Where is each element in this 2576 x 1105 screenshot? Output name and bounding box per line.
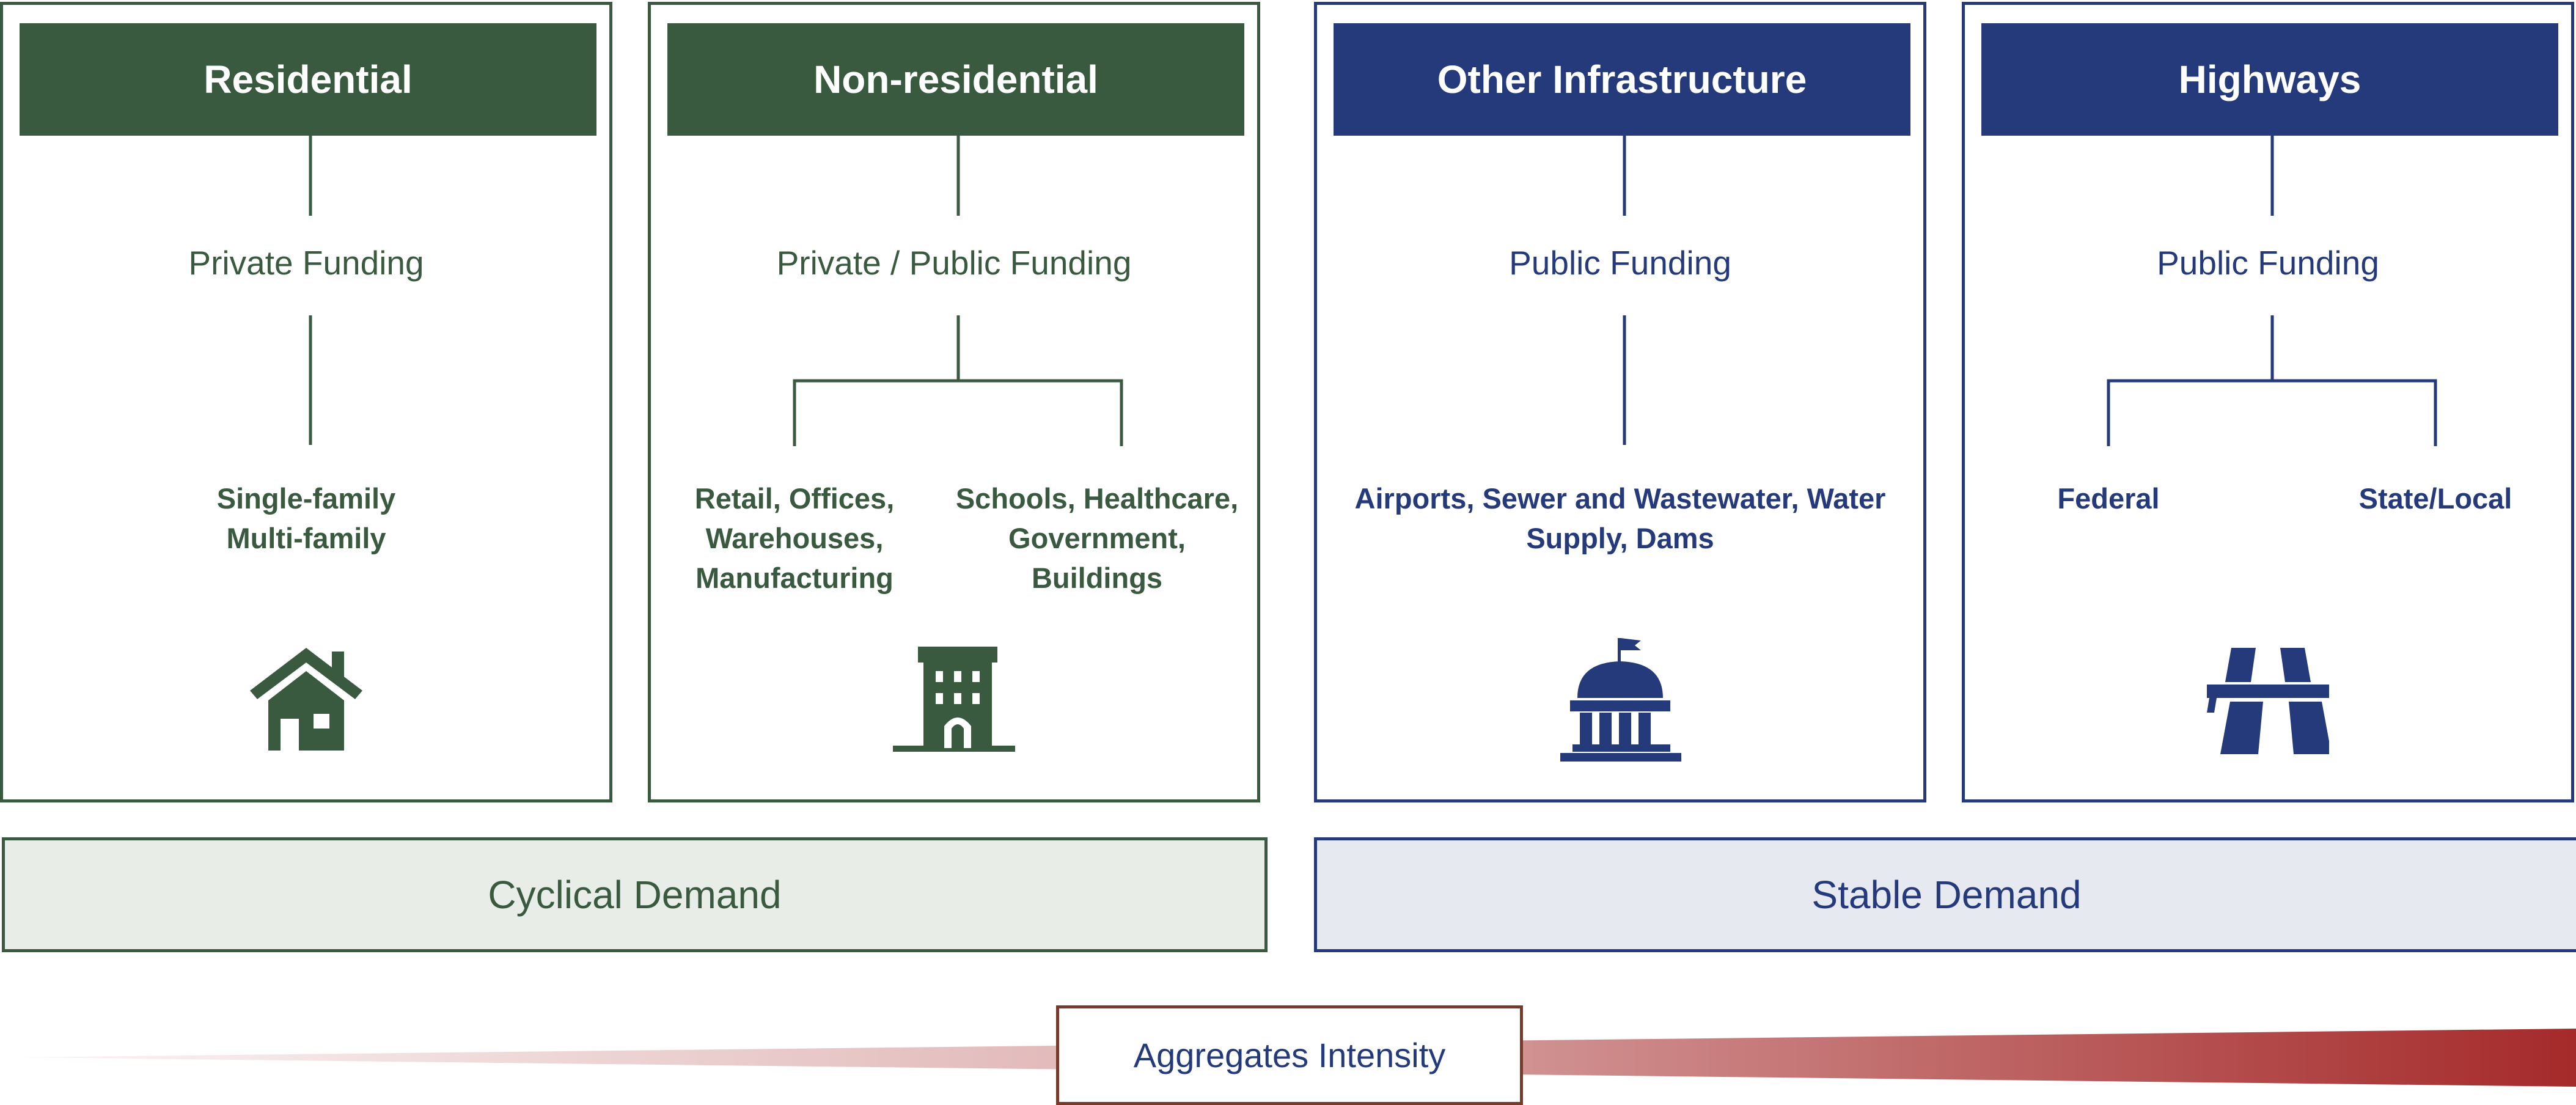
connector-lines — [2107, 136, 2437, 446]
panel-title: Residential — [20, 23, 596, 136]
office-building-icon — [893, 647, 1015, 752]
panel-other-infrastructure: Other Infrastructure Public Funding Airp… — [1314, 2, 1926, 802]
category-label: Schools, Healthcare, Government, Buildin… — [955, 482, 1239, 594]
panel-non-residential: Non-residential Private / Public Funding… — [648, 2, 1260, 802]
aggregates-intensity-label: Aggregates Intensity — [1056, 1005, 1523, 1105]
category-label: Single-family Multi-family — [216, 482, 396, 554]
connector-lines — [1623, 136, 1626, 445]
cyclical-demand-bar: Cyclical Demand — [2, 837, 1268, 952]
stable-demand-bar: Stable Demand — [1314, 837, 2576, 952]
panel-title: Non-residential — [667, 23, 1244, 136]
house-icon — [250, 648, 362, 751]
highway-icon — [2207, 648, 2329, 754]
funding-label: Public Funding — [2157, 244, 2379, 282]
panel-title: Highways — [1981, 23, 2558, 136]
funding-label: Private / Public Funding — [776, 244, 1132, 282]
panel-highways: Highways Public Funding Federal State/Lo… — [1962, 2, 2574, 802]
panel-title: Other Infrastructure — [1334, 23, 1910, 136]
category-label: Retail, Offices, Warehouses, Manufacturi… — [694, 482, 895, 594]
funding-label: Public Funding — [1509, 244, 1731, 282]
funding-label: Private Funding — [188, 244, 424, 282]
connector-lines — [309, 136, 312, 445]
category-label: Airports, Sewer and Wastewater, Water Su… — [1354, 482, 1886, 554]
category-label: Federal — [2057, 482, 2160, 515]
connector-lines — [793, 136, 1123, 446]
panel-residential: Residential Private Funding Single-famil… — [0, 2, 612, 802]
category-label: State/Local — [2358, 482, 2512, 515]
government-building-icon — [1560, 638, 1681, 762]
